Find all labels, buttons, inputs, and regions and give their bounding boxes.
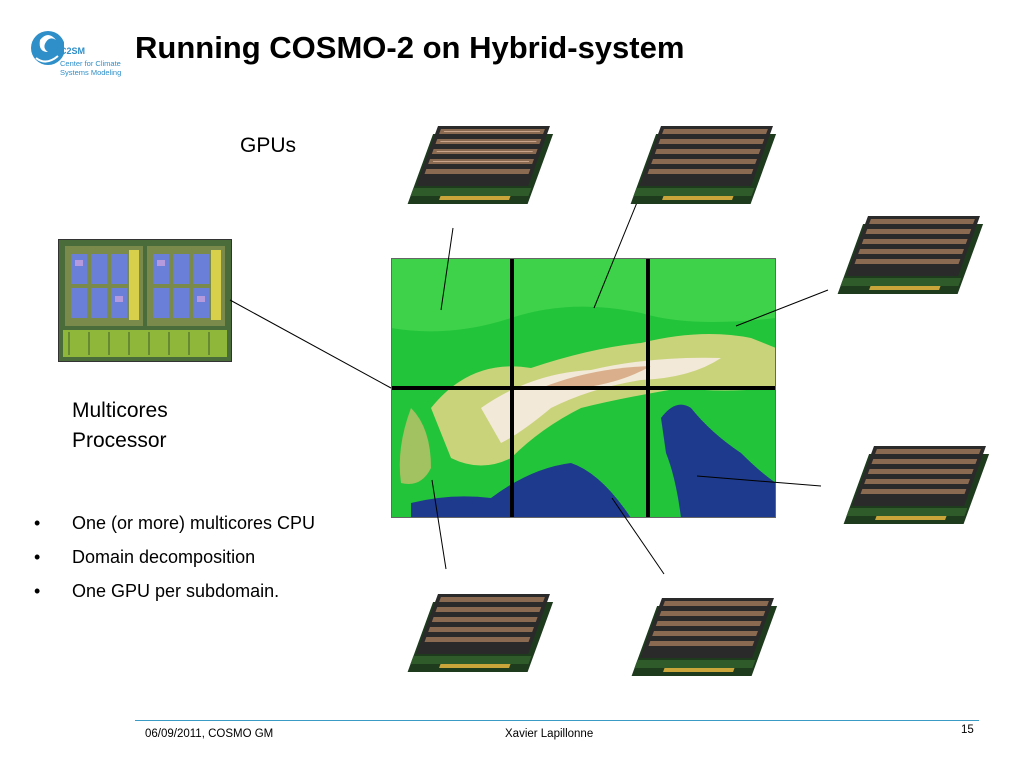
bullet-text: One GPU per subdomain. (72, 581, 280, 601)
cpu-die-icon (59, 240, 231, 361)
gpu-card-icon (843, 446, 990, 524)
bullet-item: • Domain decomposition (34, 545, 372, 569)
gpus-label: GPUs (240, 134, 297, 157)
bullet-item: • One (or more) multicores CPU (34, 511, 372, 535)
page-number: 15 (961, 724, 974, 736)
gpu-card-icon (630, 126, 777, 204)
alps-topography-map (391, 258, 776, 518)
bullet-marker: • (34, 581, 41, 601)
cpu-die-image (58, 239, 232, 362)
logo-line2: Systems Modeling (60, 68, 122, 77)
footer-date-event: 06/09/2011, COSMO GM (145, 728, 274, 740)
logo-line1: Center for Climate (60, 59, 121, 68)
gpu-card-icon (407, 594, 554, 672)
gpu-card-icon (631, 598, 778, 676)
gpu-card-icon (407, 126, 554, 204)
multicores-label-line2: Processor (72, 429, 167, 452)
multicores-label-line1: Multicores (72, 399, 168, 422)
footer-divider (135, 720, 979, 721)
cpu-connector-line (229, 299, 392, 389)
bullet-marker: • (34, 513, 41, 533)
slide-title: Running COSMO-2 on Hybrid-system (135, 30, 685, 65)
gpu-card-2 (627, 104, 777, 204)
bullet-list: • One (or more) multicores CPU • Domain … (34, 511, 372, 613)
multicores-label: Multicores Processor (72, 396, 168, 456)
gpu-card-3 (834, 194, 984, 294)
bullet-text: One (or more) multicores CPU (72, 513, 316, 533)
c2sm-logo: C2SM Center for Climate Systems Modeling (30, 18, 126, 80)
gpu-card-5 (404, 572, 554, 672)
gpu-card-4 (840, 424, 990, 524)
gpu-card-6 (628, 576, 778, 676)
gpu-card-icon (837, 216, 984, 294)
bullet-item: • One GPU per subdomain. (34, 579, 372, 603)
domain-map (391, 258, 776, 518)
logo-c2sm-text: C2SM (60, 46, 86, 56)
bullet-text: Domain decomposition (72, 547, 256, 567)
footer-author: Xavier Lapillonne (505, 728, 594, 740)
c2sm-logo-icon (31, 31, 64, 65)
gpu-card-1 (404, 104, 554, 204)
bullet-marker: • (34, 547, 41, 567)
